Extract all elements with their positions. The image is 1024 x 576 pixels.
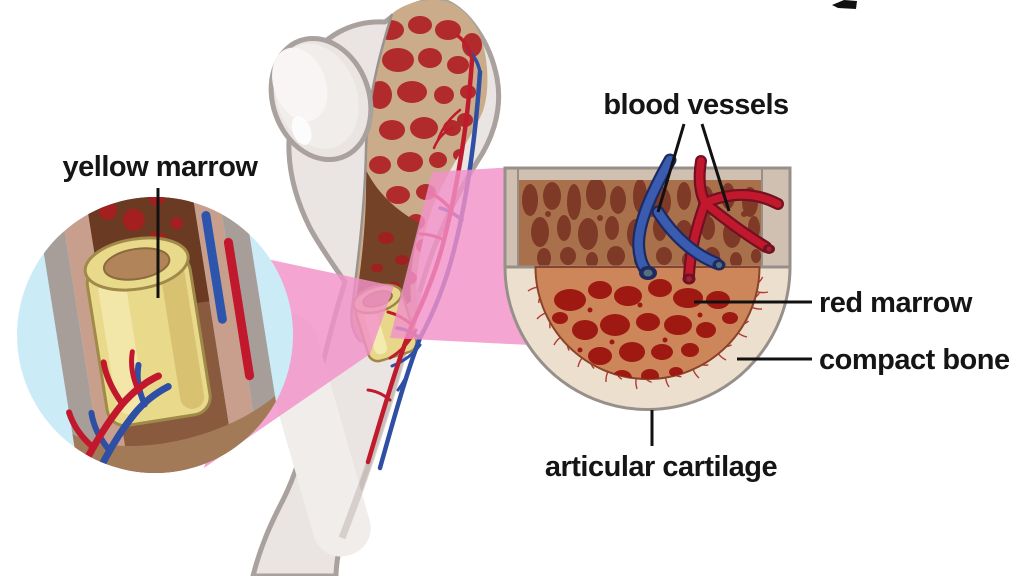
leader-line-blood-vessels-right xyxy=(700,123,731,212)
femoral-head xyxy=(268,35,374,163)
spongy-section-ovals xyxy=(522,180,761,267)
label-red-marrow: red marrow xyxy=(819,287,973,319)
leader-line-blood-vessels-left xyxy=(656,123,686,213)
inset-lower-highlight xyxy=(121,487,245,576)
cropped-artifact xyxy=(832,0,857,9)
bone-end-cross-section xyxy=(503,153,792,411)
inset-vessel-lines xyxy=(201,211,255,381)
label-yellow-marrow: yellow marrow xyxy=(63,151,259,183)
label-blood-vessels: blood vessels xyxy=(603,89,788,121)
vein xyxy=(632,153,726,280)
inset-bone-shaft xyxy=(31,197,293,576)
label-compact-bone: compact bone xyxy=(819,344,1010,376)
red-marrow-blobs xyxy=(552,279,738,380)
cross-section-vessels xyxy=(632,153,784,285)
femoral-head-highlight-small xyxy=(291,116,312,145)
label-articular-cartilage: articular cartilage xyxy=(545,451,778,483)
spongy-bone-blobs xyxy=(368,16,482,285)
femoral-head-highlight xyxy=(272,47,328,122)
marrow-cavity xyxy=(356,170,421,311)
yellow-marrow-inset xyxy=(17,197,293,576)
magnifier-beam-right xyxy=(390,167,530,345)
artery xyxy=(682,155,784,285)
labels: yellow marrow blood vessels red marrow c… xyxy=(63,89,1011,483)
